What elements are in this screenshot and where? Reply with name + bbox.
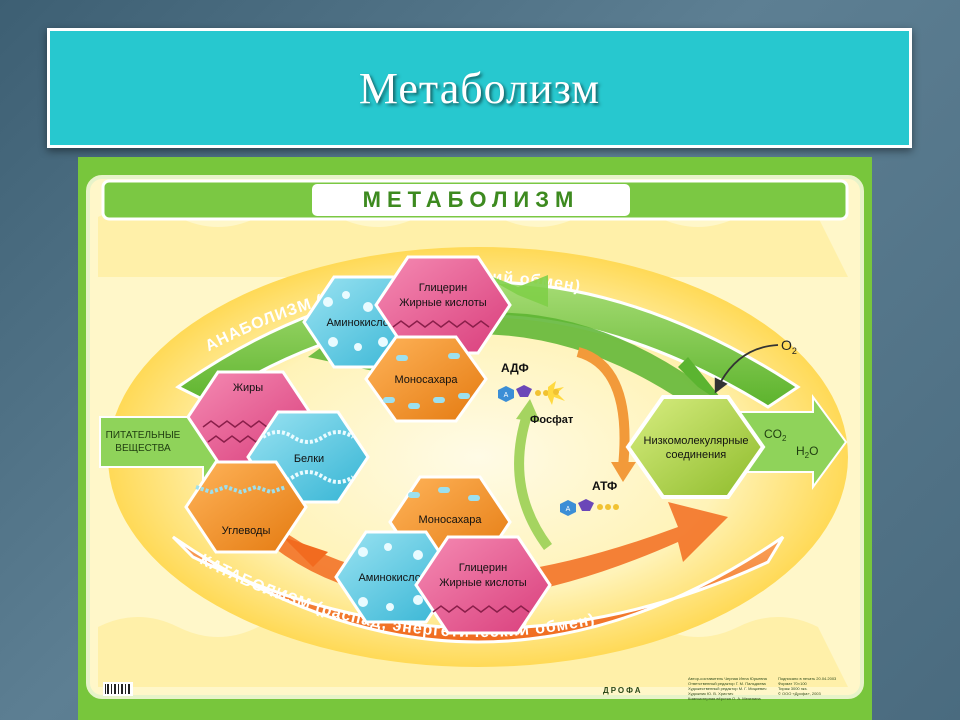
proteins-label: Белки — [294, 453, 324, 465]
poster-title: МЕТАБОЛИЗМ — [363, 187, 580, 212]
svg-text:Художник Ю. В. Христич: Художник Ю. В. Христич — [688, 691, 733, 696]
svg-text:Формат 70×100: Формат 70×100 — [778, 681, 808, 686]
svg-text:Художественный редактор М. Г.: Художественный редактор М. Г. Мицкевич — [688, 686, 766, 691]
svg-text:A: A — [566, 506, 571, 513]
svg-text:Тираж 3000 экз.: Тираж 3000 экз. — [778, 686, 808, 691]
publisher-logo: ДРОФА — [603, 686, 643, 695]
hex-low-molecular: Низкомолекулярные соединения — [625, 395, 766, 499]
atp-molecule: АТФ A — [560, 479, 619, 516]
poster-diagram: МЕТАБОЛИЗМ АНАБОЛИЗМ (синтез, пластическ… — [78, 175, 872, 720]
nutrients-label-1: ПИТАТЕЛЬНЫЕ — [106, 430, 181, 441]
svg-text:Компьютерная вёрстка О. А. Мез: Компьютерная вёрстка О. А. Мезенина — [688, 696, 761, 701]
atp-cycle-arrow-left — [514, 410, 553, 550]
top-glycerin-label-1: Глицерин — [419, 282, 468, 294]
top-amino-label: Аминокислоты — [326, 317, 401, 329]
o2-arrow — [714, 344, 779, 394]
bottom-glycerin-label-2: Жирные кислоты — [439, 577, 526, 589]
top-mono-label: Моносахара — [395, 374, 459, 386]
h2o-label: H2O — [796, 444, 818, 460]
low-molecular-label-1: Низкомолекулярные — [644, 435, 749, 447]
metabolism-poster: МЕТАБОЛИЗМ АНАБОЛИЗМ (синтез, пластическ… — [78, 157, 872, 720]
atp-label: АТФ — [592, 479, 617, 493]
slide-title-banner: Метаболизм — [47, 28, 912, 148]
top-glycerin-label-2: Жирные кислоты — [399, 297, 486, 309]
adp-label: АДФ — [501, 361, 529, 375]
bottom-mono-label: Моносахара — [419, 514, 483, 526]
svg-text:Автор-составитель Черная Инна: Автор-составитель Черная Инна Юрьевна — [688, 676, 768, 681]
hex-top-mono: Моносахара — [364, 335, 488, 423]
low-molecular-label-2: соединения — [666, 449, 727, 461]
svg-text:Подписано в печать 20.04.2003: Подписано в печать 20.04.2003 — [778, 676, 837, 681]
barcode — [103, 682, 133, 696]
fats-label: Жиры — [233, 382, 263, 394]
bottom-amino-label: Аминокислоты — [358, 572, 433, 584]
footer-credits: Автор-составитель Черная Инна Юрьевна От… — [688, 676, 837, 701]
poster-title-box — [312, 184, 630, 216]
hex-carbs: Углеводы — [184, 460, 308, 554]
adp-molecule: АДФ A Фосфат — [498, 361, 574, 426]
hex-bottom-glycerin: Глицерин Жирные кислоты — [414, 535, 552, 635]
o2-label: O2 — [781, 337, 797, 356]
slide-title: Метаболизм — [358, 63, 601, 113]
svg-text:Ответственный редактор Г. М. П: Ответственный редактор Г. М. Пальдяева — [688, 681, 767, 686]
nutrients-label-2: ВЕЩЕСТВА — [115, 443, 171, 454]
svg-text:© ООО «Дрофа», 2003: © ООО «Дрофа», 2003 — [778, 691, 822, 696]
carbs-label: Углеводы — [222, 525, 271, 537]
output-arrow — [737, 393, 848, 491]
bottom-glycerin-label-1: Глицерин — [459, 562, 508, 574]
svg-text:A: A — [504, 392, 509, 399]
phosphate-label: Фосфат — [530, 414, 574, 426]
hex-top-glycerin: Глицерин Жирные кислоты — [374, 255, 512, 355]
co2-label: CO2 — [764, 427, 787, 443]
atp-cycle-arrow-right — [576, 347, 630, 468]
